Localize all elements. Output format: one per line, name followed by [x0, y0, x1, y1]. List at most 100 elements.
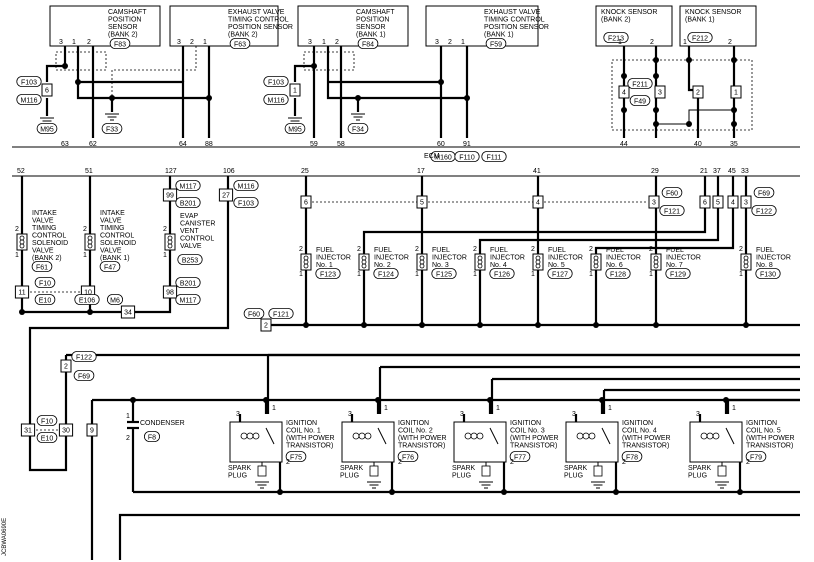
connector-outline	[233, 197, 259, 208]
ignition-coil-box	[341, 421, 395, 463]
components	[14, 5, 781, 489]
connector-ref: M116	[238, 184, 255, 191]
connector-outline	[603, 32, 629, 43]
condenser-label: CONDENSER	[140, 420, 185, 427]
junction-dot	[438, 79, 444, 85]
splice-label: 6	[703, 200, 707, 207]
connector-outline	[16, 94, 42, 105]
connector-ref: F122	[756, 209, 772, 216]
splice-box	[58, 423, 74, 437]
ecm-pin-number: 17	[417, 168, 425, 175]
splice-30: 30	[62, 428, 70, 435]
spark-plug-label: SPARK	[564, 465, 588, 472]
cmp-bank2-label: (BANK 2)	[108, 32, 138, 39]
connector-outline	[687, 32, 713, 43]
connector-ref: M116	[21, 98, 38, 105]
ecm-pin-number: 21	[700, 168, 708, 175]
ecm-pin-number: 127	[165, 168, 177, 175]
connector-outline	[745, 451, 767, 462]
injector-label: No. 5	[548, 262, 565, 269]
spark-plug-symbol	[593, 465, 603, 477]
pin-number: 3	[460, 411, 464, 418]
ecm-pin-number: 88	[205, 141, 213, 148]
splice-1b: 1	[734, 90, 738, 97]
junction-dot	[303, 322, 309, 328]
connector-outline	[285, 451, 307, 462]
knock-bank1-connector: F212	[692, 36, 708, 43]
splice-98: 98	[166, 290, 174, 297]
connector-ref: M6	[110, 298, 120, 305]
junction-dot	[487, 397, 493, 403]
junction-dot	[535, 322, 541, 328]
valve-label: SOLENOID	[32, 240, 68, 247]
connector-ref: B201	[180, 201, 196, 208]
junction-dot	[653, 73, 659, 79]
valve-label: INTAKE	[32, 210, 57, 217]
ecm-pin-number: 45	[728, 168, 736, 175]
ignition-coil-label: (WITH POWER	[286, 435, 335, 442]
winding-symbol	[743, 263, 749, 269]
ignition-coil-label: TRANSISTOR)	[746, 443, 793, 450]
exh-bank1-label: (BANK 1)	[484, 32, 514, 39]
side-code: JCBWA0690E	[2, 518, 8, 556]
splice-box	[20, 423, 36, 437]
junction-dot	[653, 57, 659, 63]
ecm-pin-number: 51	[85, 168, 93, 175]
junction-dot	[731, 57, 737, 63]
connector-ref: M116	[268, 98, 285, 105]
transistor-symbol	[725, 427, 735, 445]
junction-dot	[355, 95, 361, 101]
connector-ref: E10	[39, 298, 52, 305]
ecm-pin-number: 91	[463, 141, 471, 148]
connector-outline	[627, 78, 653, 89]
splice-5: 5	[420, 200, 424, 207]
connector-outline	[263, 94, 289, 105]
pin-number: 1	[83, 252, 87, 259]
shield-box	[611, 59, 753, 131]
wire	[76, 46, 209, 100]
splice-9: 9	[90, 428, 94, 435]
valve-label: VALVE	[32, 248, 54, 255]
junction-dot	[621, 107, 627, 113]
splice-box	[162, 285, 178, 299]
pin-number: 2	[357, 246, 361, 253]
pin-number: 3	[177, 39, 181, 46]
valve-label: CONTROL	[32, 233, 66, 240]
connector-outline	[485, 38, 507, 49]
connector-outline	[109, 38, 131, 49]
splice-box	[60, 359, 72, 373]
valve-label: TIMING	[100, 225, 125, 232]
ignition-coil-label: COIL No. 2	[398, 428, 433, 435]
solenoid-symbol	[590, 253, 602, 271]
junction-dot	[130, 397, 136, 403]
cmp-bank2-box	[49, 5, 161, 47]
cmp-bank1-box	[297, 5, 409, 47]
spark-plug-label: PLUG	[228, 473, 247, 480]
connector-outline	[753, 187, 775, 198]
ignition-coil-label: IGNITION	[398, 420, 429, 427]
injector-label: FUEL	[490, 247, 508, 254]
pin-number: 2	[448, 39, 452, 46]
pin-number: 2	[510, 459, 514, 466]
ignition-coil-label: (WITH POWER	[510, 435, 559, 442]
pin-number: 2	[286, 459, 290, 466]
injector-label: FUEL	[548, 247, 566, 254]
cmp-bank2-connector: F83	[114, 42, 126, 49]
junction-dot	[19, 309, 25, 315]
injector-label: FUEL	[666, 247, 684, 254]
injector-connector: F129	[670, 272, 686, 279]
ecm-connector: M160	[434, 155, 452, 162]
pin-number: 3	[435, 39, 439, 46]
connector-ref: F103	[268, 80, 284, 87]
ecm-pin-number: 44	[620, 141, 628, 148]
valve-label: CANISTER	[180, 221, 215, 228]
connector-outline	[621, 451, 643, 462]
ignition-coil-label: COIL No. 4	[622, 428, 657, 435]
connector-outline	[659, 205, 685, 216]
exh-bank2-label: (BANK 2)	[228, 32, 258, 39]
splice-box	[727, 195, 739, 209]
ecm-pin-number: 52	[17, 168, 25, 175]
connector-outline	[431, 268, 457, 279]
injector-label: FUEL	[374, 247, 392, 254]
